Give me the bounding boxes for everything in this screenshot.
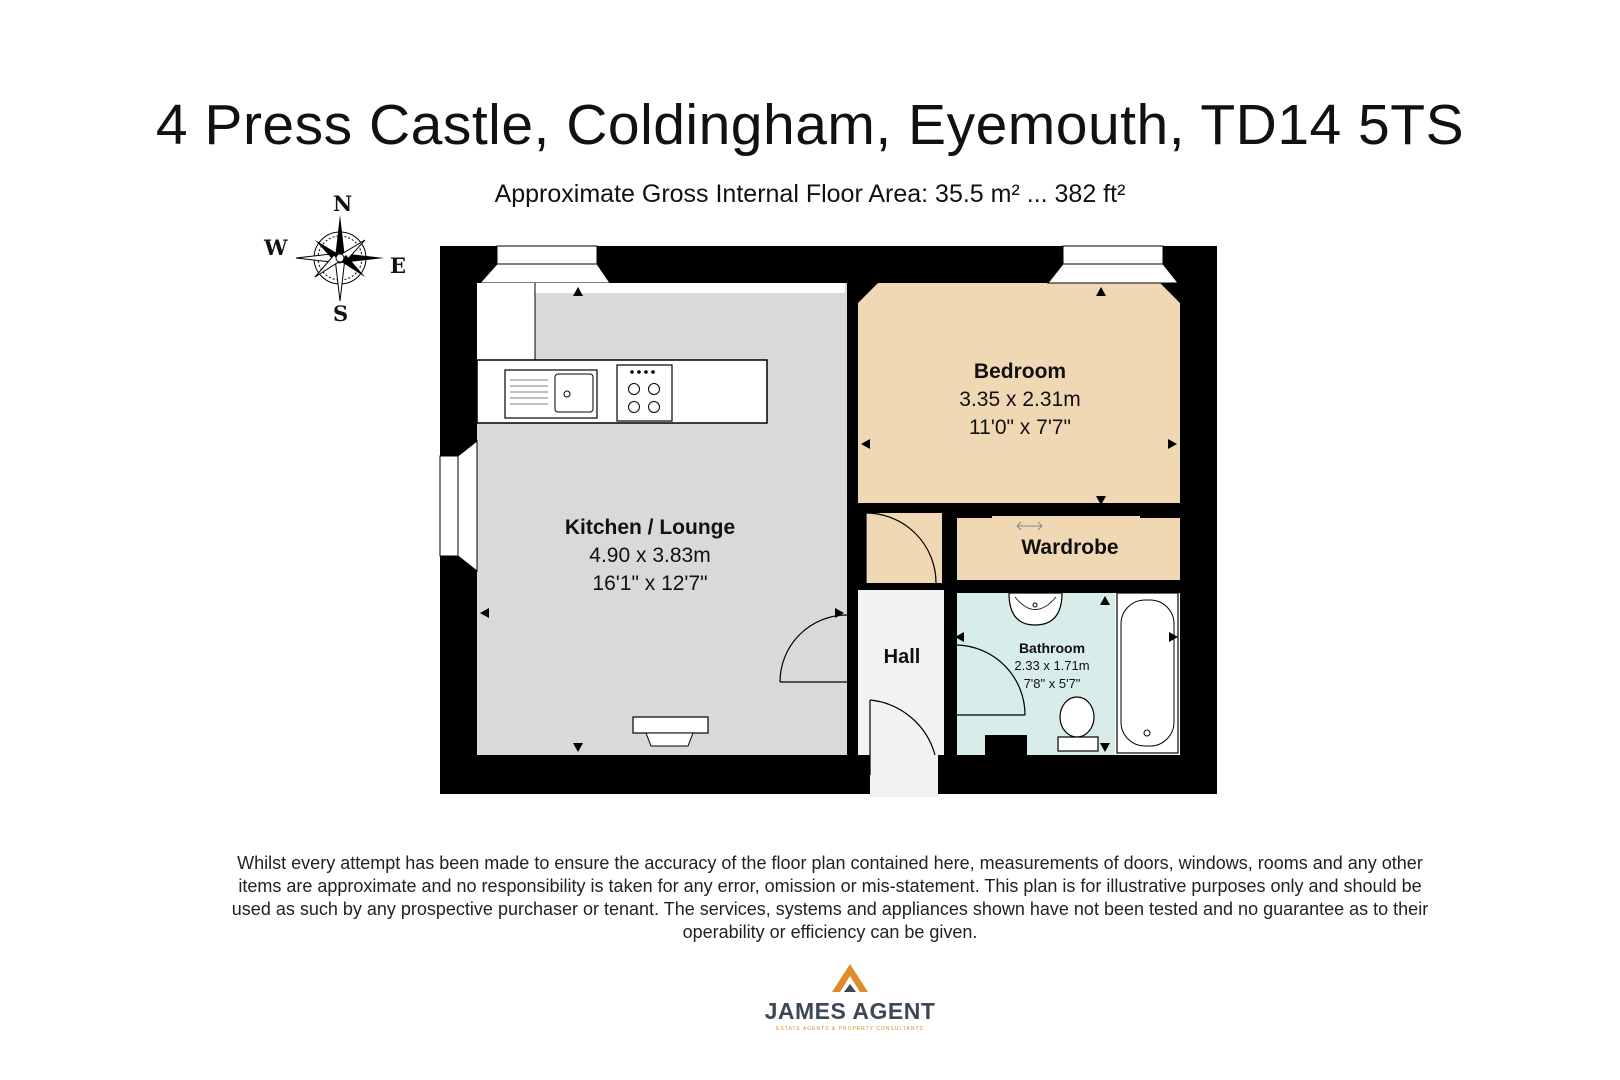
measurement-arrows [480,287,1178,752]
basin-icon [1008,592,1063,626]
wall-kitchen-hall [847,590,858,755]
bedroom-imperial: 11'0" x 7'7" [969,416,1071,439]
compass-east-label: E [390,253,407,278]
door-kitchen [779,614,848,683]
compass-icon [295,215,384,302]
door-bathroom [956,644,1026,716]
wardrobe-wall-right [1140,508,1180,518]
compass-north-label: N [333,191,353,216]
bedroom-label: Bedroom [973,360,1067,383]
wardrobe-room [957,516,1180,580]
door-bedroom [865,512,937,584]
floor-area: Approximate Gross Internal Floor Area: 3… [494,180,1126,208]
bathroom-label: Bathroom [1018,640,1086,656]
bedroom-room [858,283,1180,503]
fireplace-icon [632,716,709,734]
wall-bedroom-hall [866,583,944,590]
company-logo: JAMES AGENT ESTATE AGENTS & PROPERTY CON… [740,958,960,1032]
door-front [869,699,936,775]
logo-tagline: ESTATE AGENTS & PROPERTY CONSULTANTS [776,1026,924,1032]
bedroom-metric: 3.35 x 2.31m [959,388,1081,411]
kitchen-lounge-label: Kitchen / Lounge [564,516,736,539]
compass-west-label: W [264,235,288,260]
page-title: 4 Press Castle, Coldingham, Eyemouth, TD… [155,93,1465,157]
bathroom-metric: 2.33 x 1.71m [1014,658,1090,673]
wall-hall-bathroom [944,508,957,755]
toilet-icon [1057,696,1099,752]
window-kitchen-side [439,455,459,557]
hall-label: Hall [883,646,921,668]
slide-arrow-icon [1016,521,1043,531]
wardrobe-wall-left [944,508,992,518]
logo-brand: JAMES AGENT [764,998,936,1024]
wall-wardrobe-bathroom [944,580,1180,593]
wall-kitchen-bedroom [847,283,858,583]
bathroom-imperial: 7'8" x 5'7" [1023,676,1081,691]
compass-rose: N S E W [264,191,410,326]
front-door-gap [870,755,938,797]
kitchen-lounge-imperial: 16'1" x 12'7" [592,572,708,595]
logo-mark-icon [832,964,868,992]
disclaimer-text: Whilst every attempt has been made to en… [231,853,1429,942]
hall-room [858,590,944,755]
wardrobe-label: Wardrobe [1021,536,1119,559]
hob-icon [616,364,673,422]
kitchen-lounge-metric: 4.90 x 3.83m [589,544,711,567]
window-bedroom-top [1062,245,1164,265]
window-kitchen-top [496,245,598,265]
compass-south-label: S [333,301,349,326]
